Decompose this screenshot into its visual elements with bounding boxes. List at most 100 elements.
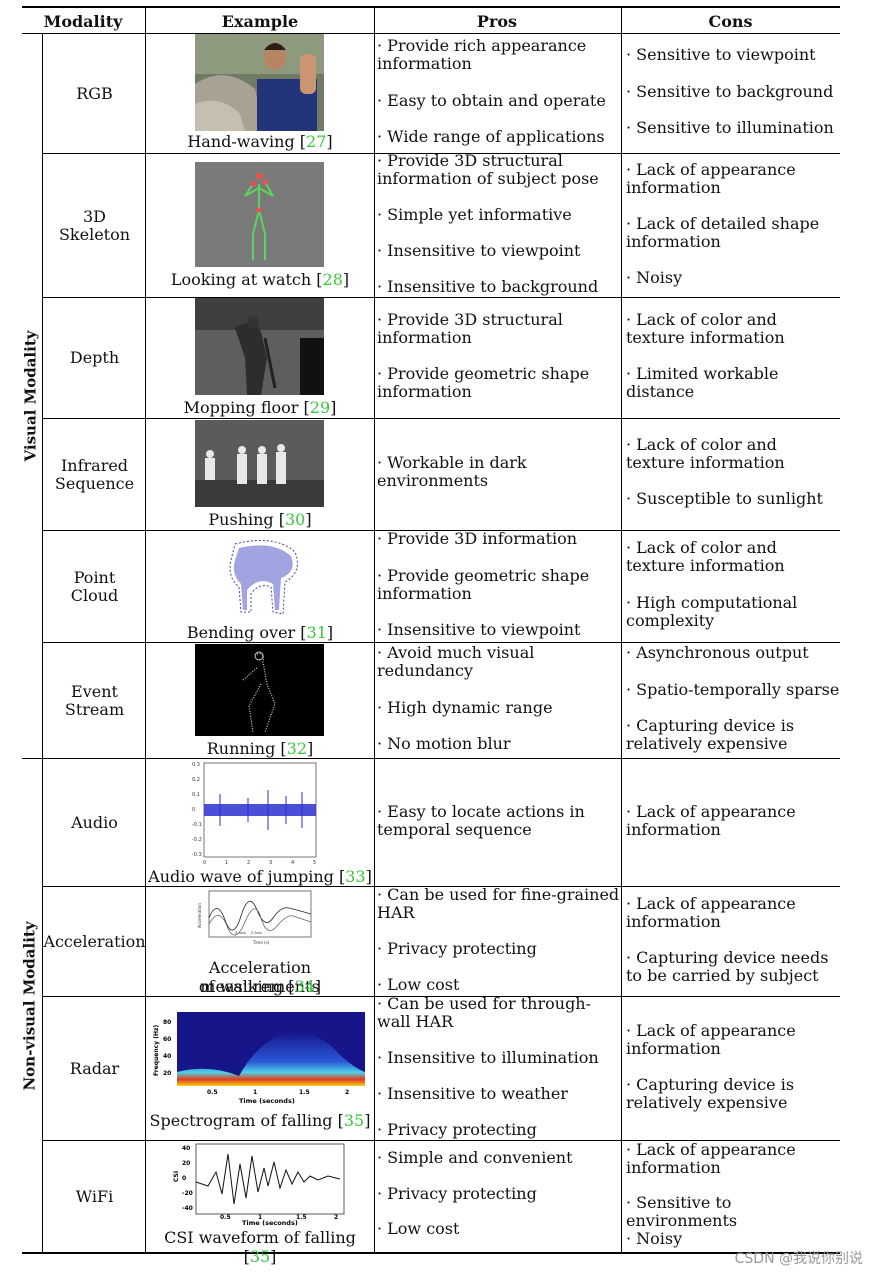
modality-label: Sequence	[54, 473, 135, 493]
citation-link[interactable]: 34	[294, 977, 315, 996]
pro-item: Easy to obtain and operate	[377, 92, 620, 110]
header-pros: Pros	[476, 12, 518, 31]
con-item: Sensitive to environments	[626, 1194, 840, 1230]
pro-item: High dynamic range	[377, 699, 620, 717]
group-label-nonvisual: Non-visual Modality	[21, 920, 40, 1091]
accel-legend-z: Z Axis	[251, 931, 262, 935]
wifi-y-tick: 0	[182, 1175, 186, 1182]
con-item: Lack of color and texture information	[626, 311, 840, 347]
modality-label: Point	[73, 567, 116, 587]
col-divider-example-right	[374, 8, 375, 1252]
header-example: Example	[221, 12, 299, 31]
modality-label: Event	[71, 681, 118, 701]
pro-item: Provide geometric shape information	[377, 567, 620, 603]
audio-x-tick: 4	[291, 860, 294, 866]
citation-link[interactable]: 35	[249, 1247, 271, 1266]
con-item: Sensitive to viewpoint	[626, 46, 840, 64]
pro-item: Avoid much visual redundancy	[377, 644, 620, 680]
pro-item: Provide 3D structural information of sub…	[377, 152, 620, 188]
example-caption: Running [32]	[206, 739, 314, 758]
pro-item: Can be used for fine-grained HAR	[377, 886, 620, 922]
con-item: High computational complexity	[626, 594, 840, 630]
pro-item: Privacy protecting	[377, 1185, 620, 1203]
point-cloud-image	[215, 532, 305, 622]
pro-item: Insensitive to viewpoint	[377, 621, 620, 639]
modality-label: Skeleton	[58, 224, 131, 244]
pro-item: Easy to locate actions in temporal seque…	[377, 803, 620, 839]
modality-label: WiFi	[75, 1186, 114, 1206]
modality-cell: Audio	[43, 759, 146, 886]
col-divider-pros	[621, 8, 622, 1252]
modality-label: Infrared	[60, 455, 129, 475]
pro-item: No motion blur	[377, 735, 620, 753]
audio-x-tick: 5	[313, 860, 316, 866]
con-item: Lack of color and texture information	[626, 539, 840, 575]
header-modality: Modality	[43, 12, 123, 31]
wifi-y-tick: -40	[182, 1205, 193, 1212]
wifi-y-tick: 20	[182, 1160, 190, 1167]
pro-item: Workable in dark environments	[377, 454, 620, 490]
audio-x-tick: 0	[203, 860, 206, 866]
con-item: Capturing device needs to be carried by …	[626, 949, 840, 985]
citation-link[interactable]: 33	[345, 867, 366, 886]
wifi-x-tick: 1	[258, 1214, 262, 1221]
example-caption: Mopping floor [29]	[183, 398, 337, 417]
pro-item: Insensitive to illumination	[377, 1049, 620, 1067]
con-item: Lack of detailed shape information	[626, 215, 840, 251]
group-label-visual: Visual Modality	[21, 330, 40, 462]
pro-item: Can be used for through-wall HAR	[377, 995, 620, 1031]
radar-y-tick: 20	[163, 1070, 171, 1077]
radar-x-tick: 1.5	[299, 1089, 310, 1096]
radar-y-tick: 80	[163, 1019, 171, 1026]
pro-item: Insensitive to background	[377, 278, 620, 296]
citation-link[interactable]: 28	[322, 270, 343, 289]
wifi-y-label: CSI	[173, 1171, 180, 1182]
event-stream-image	[195, 644, 324, 736]
wifi-x-tick: 0.5	[220, 1214, 231, 1221]
example-caption: Audio wave of jumping [33]	[148, 867, 372, 886]
pro-item: Low cost	[377, 1220, 620, 1238]
citation-link[interactable]: 29	[309, 398, 331, 417]
acceleration-figure: Acceleration Time (s) X Axis Z Axis	[197, 888, 315, 946]
wifi-y-tick: -20	[182, 1190, 193, 1197]
wifi-x-label: Time (seconds)	[242, 1219, 298, 1227]
citation-link[interactable]: 31	[306, 623, 327, 642]
pro-item: Simple yet informative	[377, 206, 620, 224]
pro-item: Provide rich appearance information	[377, 37, 620, 73]
audio-y-tick: 0.3	[192, 762, 200, 768]
accel-y-label: Acceleration	[197, 903, 202, 928]
pro-item: Privacy protecting	[377, 1121, 620, 1139]
depth-image	[195, 298, 324, 395]
wifi-x-tick: 1.5	[296, 1214, 307, 1221]
citation-link[interactable]: 32	[286, 739, 308, 758]
pro-item: Insensitive to viewpoint	[377, 242, 620, 260]
example-caption: Bending over [31]	[186, 623, 334, 642]
modality-label: Stream	[64, 699, 125, 719]
citation-link[interactable]: 30	[284, 510, 306, 529]
example-caption: Spectrogram of falling [35]	[149, 1111, 371, 1130]
top-rule	[22, 6, 840, 8]
con-item: Sensitive to background	[626, 83, 840, 101]
citation-link[interactable]: 27	[306, 132, 327, 151]
col-divider-example-left	[145, 8, 146, 1252]
con-item: Lack of appearance information	[626, 1022, 840, 1058]
con-item: Lack of appearance information	[626, 803, 840, 839]
citation-link[interactable]: 35	[343, 1111, 365, 1130]
modality-cell: Acceleration	[43, 887, 146, 996]
modality-label: Radar	[69, 1058, 120, 1078]
audio-y-tick: 0.1	[192, 792, 200, 798]
modality-label: Cloud	[70, 585, 119, 605]
row-divider	[42, 418, 840, 419]
radar-y-label: Frequency (Hz)	[153, 1025, 160, 1076]
wifi-x-tick: 2	[334, 1214, 338, 1221]
modality-label: Depth	[69, 348, 120, 367]
radar-x-tick: 2	[345, 1089, 349, 1096]
audio-y-tick: 0	[192, 807, 195, 813]
example-caption: Looking at watch [28]	[170, 270, 350, 289]
